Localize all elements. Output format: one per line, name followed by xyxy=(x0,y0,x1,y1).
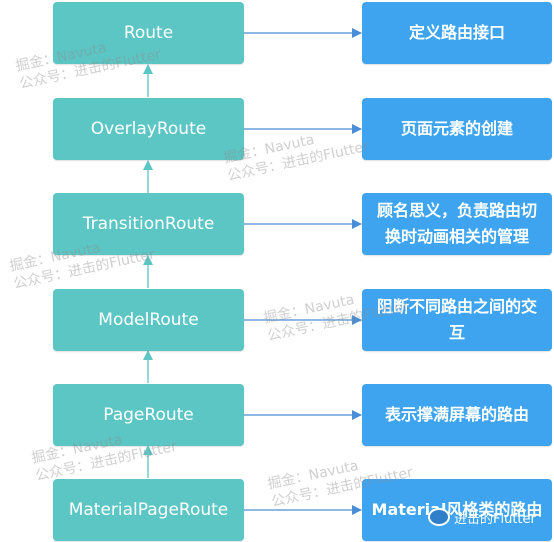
class-label: OverlayRoute xyxy=(90,119,207,139)
class-label: MaterialPageRoute xyxy=(68,500,229,520)
desc-text: 表示撑满屏幕的路由 xyxy=(384,405,529,424)
class-label: ModelRoute xyxy=(98,310,199,330)
class-label: PageRoute xyxy=(103,405,194,425)
class-box-materialpageroute: MaterialPageRoute xyxy=(53,479,244,541)
channel-badge: 进击的Flutter xyxy=(428,506,548,528)
class-box-transitionroute: TransitionRoute xyxy=(53,193,244,255)
desc-box-modelroute: 阻断不同路由之间的交互 xyxy=(362,289,552,351)
class-box-overlayroute: OverlayRoute xyxy=(53,98,244,160)
class-label: Route xyxy=(123,23,174,43)
badge-text: 进击的Flutter xyxy=(454,511,536,527)
desc-box-overlayroute: 页面元素的创建 xyxy=(362,98,552,160)
desc-text: 顾名思义，负责路由切换时动画相关的管理 xyxy=(376,201,537,246)
desc-box-materialpageroute: Material风格类的路由 xyxy=(362,479,552,541)
desc-text: 阻断不同路由之间的交互 xyxy=(376,297,537,342)
class-box-pageroute: PageRoute xyxy=(53,384,244,446)
wechat-icon xyxy=(428,508,450,526)
desc-text: Material风格类的路由 xyxy=(371,500,543,519)
class-box-modelroute: ModelRoute xyxy=(53,289,244,351)
class-box-route: Route xyxy=(53,2,244,64)
desc-text: 定义路由接口 xyxy=(408,23,505,42)
class-label: TransitionRoute xyxy=(82,214,215,234)
desc-box-transitionroute: 顾名思义，负责路由切换时动画相关的管理 xyxy=(362,193,552,255)
desc-box-route: 定义路由接口 xyxy=(362,2,552,64)
desc-box-pageroute: 表示撑满屏幕的路由 xyxy=(362,384,552,446)
desc-text: 页面元素的创建 xyxy=(400,119,513,138)
